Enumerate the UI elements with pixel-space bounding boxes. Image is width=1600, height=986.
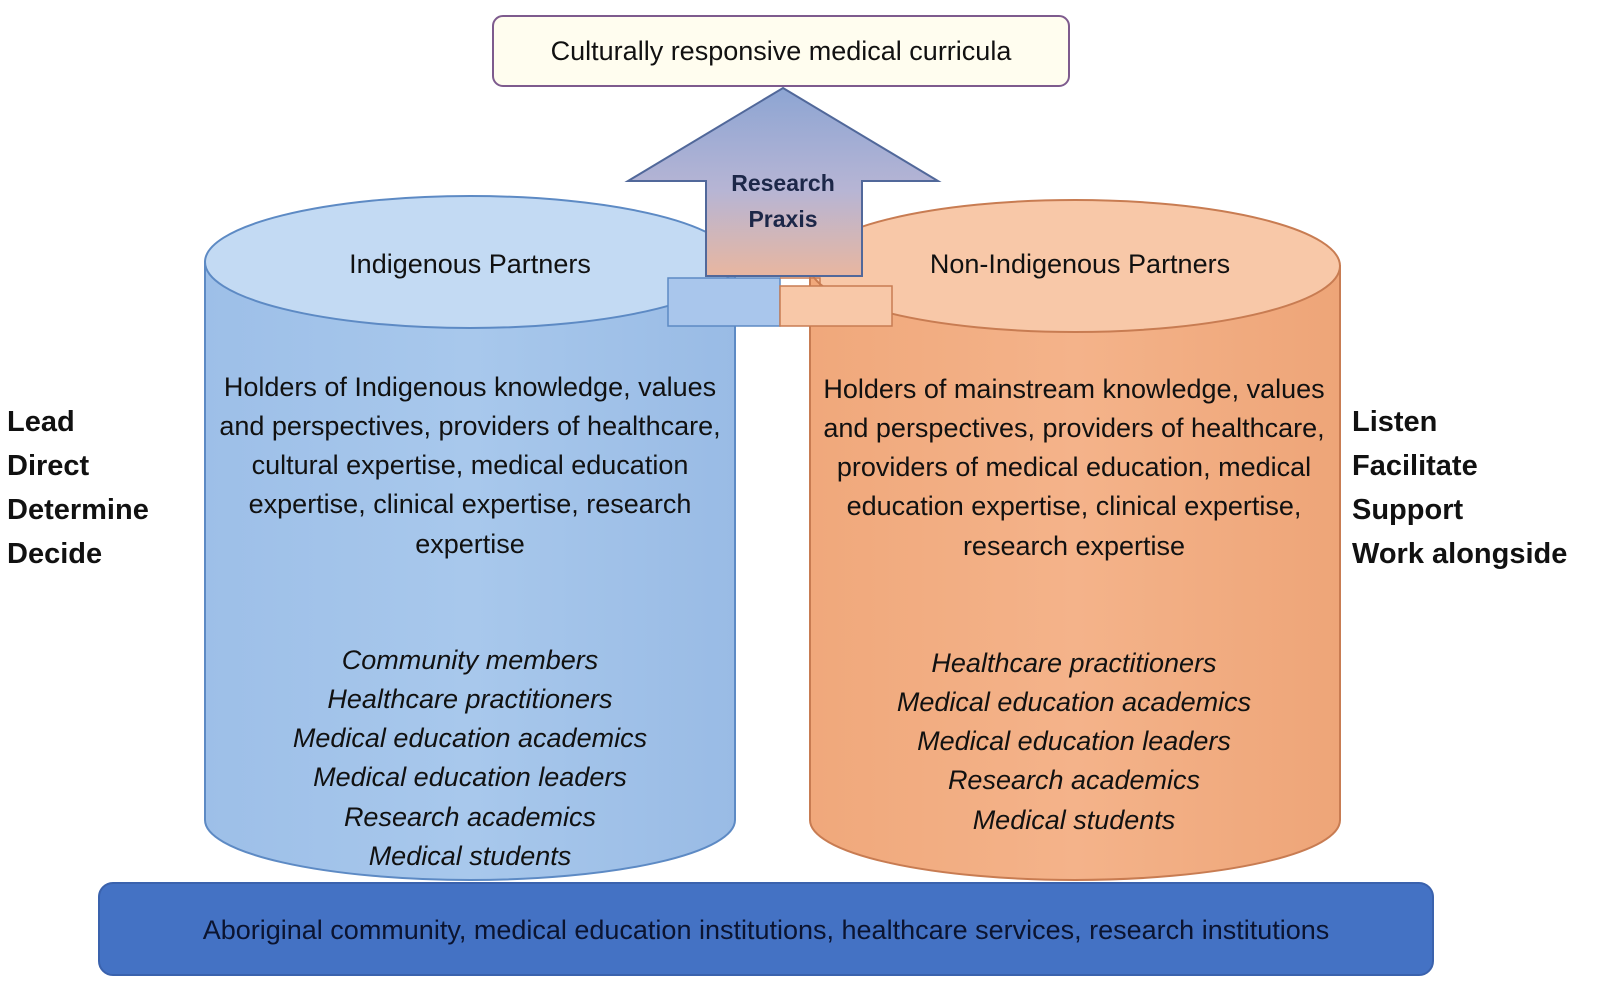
role-item: Medical education academics <box>292 723 648 754</box>
action-item: Determine <box>7 494 149 526</box>
goal-label: Culturally responsive medical curricula <box>550 36 1012 67</box>
foundation-label: Aboriginal community, medical education … <box>202 915 1330 946</box>
foundation-bar <box>98 882 1434 976</box>
role-item: Medical students <box>368 840 572 871</box>
indigenous-roles: Community members Healthcare practitione… <box>218 641 722 876</box>
action-item: Direct <box>7 450 90 482</box>
goal-box <box>492 15 1070 87</box>
role-item: Healthcare practitioners <box>327 684 613 715</box>
non-indigenous-roles: Healthcare practitioners Medical educati… <box>822 644 1326 840</box>
non-indigenous-title: Non-Indigenous Partners <box>929 249 1231 279</box>
arrow-label: Research Praxis <box>700 166 866 237</box>
non-indigenous-cylinder <box>809 199 1341 881</box>
bridge-left-block <box>667 277 781 327</box>
role-item: Community members <box>341 645 599 675</box>
action-item: Work alongside <box>1352 538 1568 570</box>
role-item: Research academics <box>947 765 1201 796</box>
role-item: Research academics <box>343 801 597 832</box>
action-item: Decide <box>7 538 103 570</box>
bridge-right-block <box>779 285 893 327</box>
indigenous-title: Indigenous Partners <box>349 249 591 279</box>
indigenous-actions: Lead Direct Determine Decide <box>7 400 197 576</box>
role-item: Medical students <box>972 804 1176 835</box>
non-indigenous-description: Holders of mainstream knowledge, values … <box>823 374 1325 561</box>
role-item: Healthcare practitioners <box>931 648 1217 678</box>
role-item: Medical education leaders <box>313 762 627 793</box>
arrow-label-line1: Research <box>731 170 835 196</box>
role-item: Medical education academics <box>896 687 1252 718</box>
research-praxis-arrow <box>624 86 942 277</box>
action-item: Facilitate <box>1352 450 1478 482</box>
action-item: Support <box>1352 494 1464 526</box>
action-item: Listen <box>1352 406 1438 438</box>
action-item: Lead <box>7 406 75 438</box>
non-indigenous-actions: Listen Facilitate Support Work alongside <box>1352 400 1592 576</box>
role-item: Medical education leaders <box>917 726 1231 757</box>
arrow-label-line2: Praxis <box>748 205 818 232</box>
indigenous-description: Holders of Indigenous knowledge, values … <box>219 372 721 559</box>
indigenous-cylinder <box>204 195 736 881</box>
